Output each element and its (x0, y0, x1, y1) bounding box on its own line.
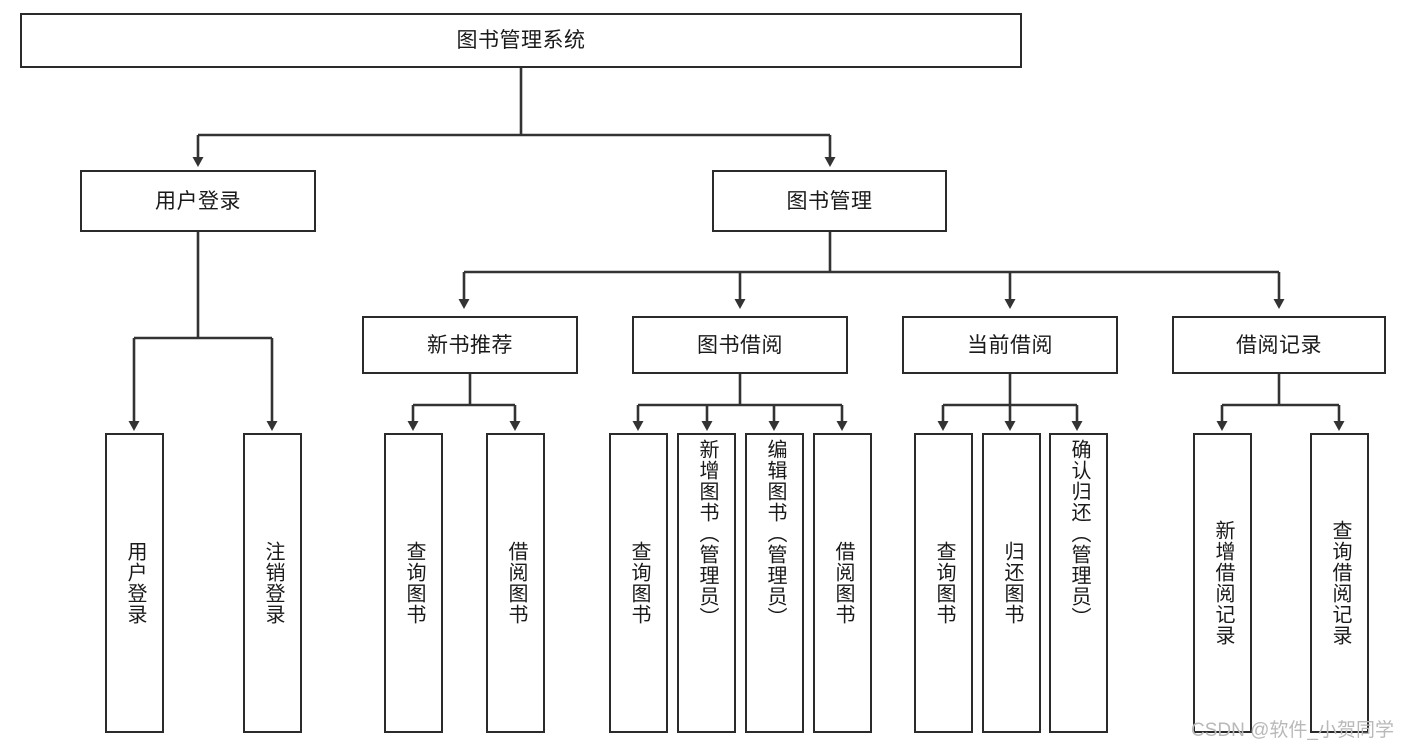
node-user-login-label: 用户登录 (155, 189, 241, 213)
node-leaf-query-book-2-label: 查询图书 (628, 541, 650, 625)
node-book-borrow-label: 图书借阅 (697, 333, 783, 357)
node-new-book-rec[interactable]: 新书推荐 (362, 316, 578, 374)
node-current-borrow[interactable]: 当前借阅 (902, 316, 1118, 374)
node-leaf-confirm-return-label: 确认归还（管理员） (1068, 439, 1090, 628)
node-book-manage-label: 图书管理 (786, 189, 873, 213)
node-leaf-edit-book[interactable]: 编辑图书（管理员） (745, 433, 804, 733)
node-leaf-borrow-book-2-label: 借阅图书 (832, 541, 854, 625)
node-leaf-add-record-label: 新增借阅记录 (1212, 520, 1234, 646)
node-book-borrow[interactable]: 图书借阅 (632, 316, 848, 374)
node-root[interactable]: 图书管理系统 (20, 13, 1022, 68)
node-leaf-add-record[interactable]: 新增借阅记录 (1193, 433, 1252, 733)
node-current-borrow-label: 当前借阅 (967, 333, 1053, 357)
node-borrow-record[interactable]: 借阅记录 (1172, 316, 1386, 374)
node-leaf-add-book[interactable]: 新增图书（管理员） (677, 433, 736, 733)
node-leaf-return-book[interactable]: 归还图书 (982, 433, 1041, 733)
node-leaf-confirm-return[interactable]: 确认归还（管理员） (1049, 433, 1108, 733)
node-leaf-borrow-book-1-label: 借阅图书 (505, 541, 527, 625)
node-leaf-query-book-1[interactable]: 查询图书 (384, 433, 443, 733)
node-leaf-query-record[interactable]: 查询借阅记录 (1310, 433, 1369, 733)
node-leaf-query-book-2[interactable]: 查询图书 (609, 433, 668, 733)
node-leaf-add-book-label: 新增图书（管理员） (696, 439, 718, 628)
node-leaf-edit-book-label: 编辑图书（管理员） (764, 439, 786, 628)
node-borrow-record-label: 借阅记录 (1236, 333, 1322, 357)
node-leaf-query-book-3-label: 查询图书 (933, 541, 955, 625)
node-leaf-query-record-label: 查询借阅记录 (1329, 520, 1351, 646)
watermark: CSDN @软件_小贺同学 (1191, 720, 1394, 741)
node-leaf-user-logout-label: 注销登录 (262, 541, 284, 625)
node-user-login[interactable]: 用户登录 (80, 170, 316, 232)
node-leaf-user-logout[interactable]: 注销登录 (243, 433, 302, 733)
node-leaf-query-book-1-label: 查询图书 (403, 541, 425, 625)
node-leaf-borrow-book-1[interactable]: 借阅图书 (486, 433, 545, 733)
node-leaf-user-login-label: 用户登录 (124, 541, 146, 625)
node-leaf-user-login[interactable]: 用户登录 (105, 433, 164, 733)
node-leaf-query-book-3[interactable]: 查询图书 (914, 433, 973, 733)
node-book-manage[interactable]: 图书管理 (712, 170, 947, 232)
node-leaf-borrow-book-2[interactable]: 借阅图书 (813, 433, 872, 733)
node-new-book-rec-label: 新书推荐 (427, 333, 513, 357)
node-root-label: 图书管理系统 (456, 29, 586, 52)
node-leaf-return-book-label: 归还图书 (1001, 541, 1023, 625)
